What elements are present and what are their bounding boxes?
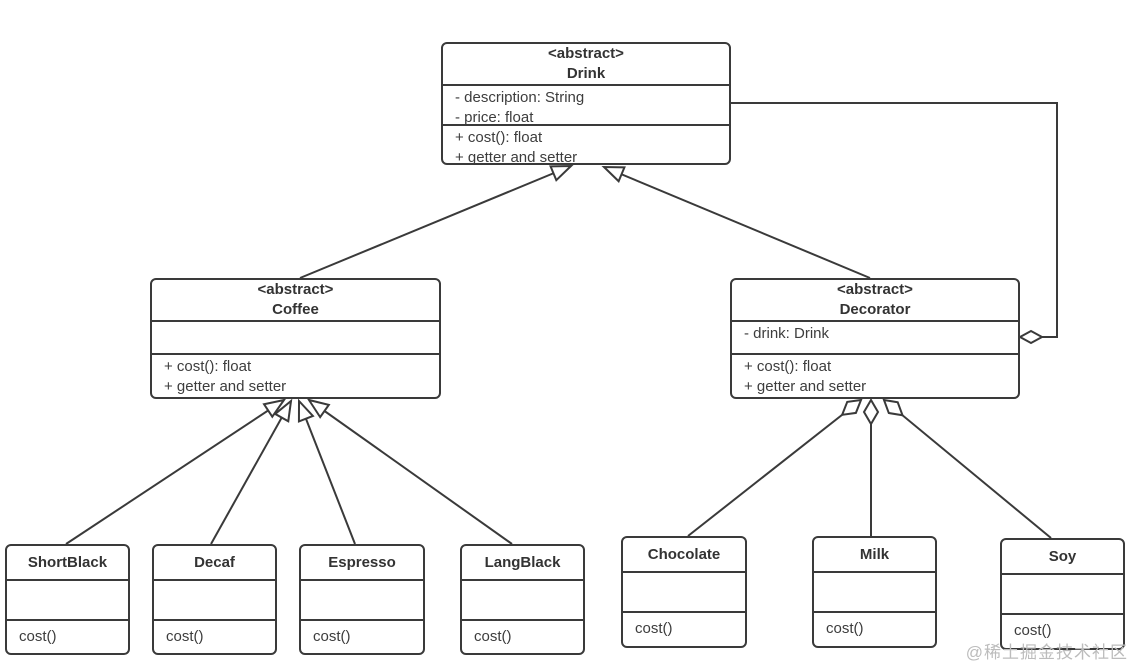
class-langblack-attributes [462,579,583,619]
class-espresso: Espresso cost() [299,544,425,655]
class-soy: Soy cost() [1000,538,1125,650]
class-espresso-name: Espresso [328,553,396,571]
class-drink-attributes: - description: String - price: float [443,84,729,126]
class-decorator-methods: + cost(): float + getter and setter [732,353,1018,397]
method: + getter and setter [455,149,578,166]
class-decorator-title: <abstract> Decorator [732,280,1018,320]
class-milk-name: Milk [859,545,890,563]
class-milk: Milk cost() [812,536,937,648]
class-decorator: <abstract> Decorator - drink: Drink + co… [730,278,1020,399]
class-shortblack: ShortBlack cost() [5,544,130,655]
class-drink-title: <abstract> Drink [443,44,729,84]
class-langblack-methods: cost() [462,619,583,653]
method: cost() [1014,622,1052,639]
class-chocolate-methods: cost() [623,611,745,646]
method: + cost(): float [455,129,543,146]
method: cost() [635,620,673,637]
class-espresso-methods: cost() [301,619,423,653]
class-decaf-attributes [154,579,275,619]
class-coffee-title: <abstract> Coffee [152,280,439,320]
class-shortblack-attributes [7,579,128,619]
attribute: - price: float [455,109,534,126]
class-coffee-attributes [152,320,439,353]
attribute: - description: String [455,89,585,106]
class-shortblack-name: ShortBlack [27,553,108,571]
class-decorator-attributes: - drink: Drink [732,320,1018,353]
class-drink-stereotype: <abstract> [548,45,624,62]
edge-decaf-coffee [210,398,293,545]
class-soy-name: Soy [1048,547,1077,565]
attribute: - drink: Drink [744,325,830,342]
method: cost() [474,628,512,645]
class-langblack: LangBlack cost() [460,544,585,655]
method: + cost(): float [164,358,252,375]
class-coffee-name: Coffee [272,301,319,318]
class-milk-attributes [814,571,935,611]
edge-espresso-coffee [297,398,356,545]
class-drink: <abstract> Drink - description: String -… [441,42,731,168]
class-decorator-name: Decorator [839,301,911,318]
aggregation-diamond [1017,329,1045,345]
watermark: @稀土掘金技术社区 [965,643,1128,662]
edge-coffee-drink [299,164,574,279]
class-shortblack-methods: cost() [7,619,128,653]
edge-langblack-coffee [306,398,513,545]
class-chocolate: Chocolate cost() [621,536,747,648]
method: + cost(): float [744,358,832,375]
method: + getter and setter [164,378,287,395]
class-coffee-stereotype: <abstract> [257,281,334,298]
method: cost() [826,620,864,637]
class-chocolate-name: Chocolate [647,545,721,563]
class-coffee-methods: + cost(): float + getter and setter [152,353,439,397]
class-milk-methods: cost() [814,611,935,646]
class-decorator-stereotype: <abstract> [837,281,913,298]
edge-chocolate-decorator [687,398,863,537]
class-decaf-methods: cost() [154,619,275,653]
edge-decorator-drink [601,165,871,279]
class-drink-methods: + cost(): float + getter and setter [443,124,729,168]
class-decaf: Decaf cost() [152,544,277,655]
class-soy-methods: cost() [1002,613,1123,648]
class-decaf-name: Decaf [194,553,235,571]
method: cost() [166,628,204,645]
class-soy-attributes [1002,573,1123,613]
method: + getter and setter [744,378,867,395]
class-coffee: <abstract> Coffee + cost(): float + gett… [150,278,441,399]
class-drink-name: Drink [566,65,606,82]
class-langblack-name: LangBlack [484,553,561,571]
edge-shortblack-coffee [65,398,287,545]
method: cost() [313,628,351,645]
class-chocolate-attributes [623,571,745,611]
method: cost() [19,628,57,645]
class-espresso-attributes [301,579,423,619]
edge-soy-decorator [882,398,1052,539]
